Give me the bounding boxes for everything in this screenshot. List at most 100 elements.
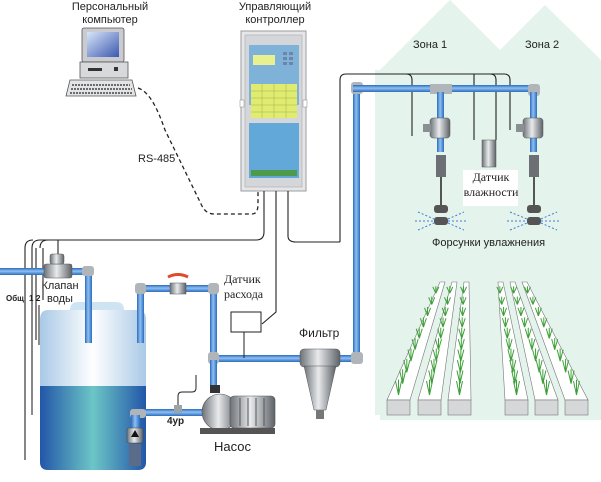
plant [498, 296, 506, 305]
nozzles-label: Форсунки увлажнения [432, 237, 546, 249]
nozzle-assembly-2 [507, 155, 560, 231]
plant [509, 358, 517, 373]
controller-label-line1: Управляющий [238, 1, 312, 13]
plant [415, 327, 423, 339]
plant [428, 369, 436, 384]
plant-bed [386, 281, 446, 416]
plant [459, 306, 467, 317]
plant [521, 317, 529, 328]
plant [460, 286, 468, 294]
plant [403, 358, 411, 373]
plant [534, 306, 542, 317]
plant-bed [509, 281, 559, 416]
plant [505, 338, 513, 350]
zone-1-label: Зона 1 [413, 39, 448, 51]
level-4-label: 4ур [167, 416, 185, 427]
plant [444, 296, 451, 305]
water-valve-label-line1: Клапан [41, 280, 79, 292]
manual-valve-icon [167, 273, 189, 295]
plant [437, 327, 445, 339]
zone-2-label: Зона 2 [525, 39, 560, 51]
plant [399, 369, 407, 384]
plant-bed [496, 281, 529, 416]
plant [411, 338, 419, 350]
flow-sensor-label-line2: расхода [224, 287, 264, 301]
plant-bed [447, 281, 472, 416]
return-pipe [137, 285, 144, 343]
nozzle-assembly-1 [415, 155, 468, 231]
pc-label: Персональный компьютер [60, 1, 160, 27]
zone-2-valve-icon [516, 117, 544, 139]
water-valve-label: Клапан воды [40, 280, 80, 306]
controller-cabinet [239, 30, 308, 192]
probe-1-label: 1 [29, 294, 34, 303]
plant [528, 338, 536, 350]
plant [501, 317, 509, 328]
plant [545, 327, 553, 339]
plant [428, 296, 436, 305]
level-4-sensor [174, 405, 182, 413]
plant [459, 296, 467, 305]
plant [496, 286, 504, 294]
plant [513, 296, 521, 305]
filter-label: Фильтр [299, 326, 340, 340]
plant [500, 306, 508, 317]
controller-label-line2: контроллер [245, 14, 305, 26]
pump-label: Насос [214, 439, 251, 454]
plant-bed [521, 281, 589, 416]
water-valve-icon [43, 253, 73, 279]
plant [532, 348, 540, 362]
controller-label: Управляющий контроллер [225, 1, 325, 27]
plant [535, 358, 543, 373]
plant [457, 338, 465, 350]
plant [543, 379, 550, 396]
flow-sensor-icon [230, 311, 262, 333]
foot-valve-icon [126, 427, 144, 466]
water-valve-label-line2: воды [47, 293, 73, 305]
plant [510, 286, 518, 294]
plant [523, 286, 531, 294]
plant [562, 358, 570, 373]
plant [511, 369, 519, 384]
pc-label-line2: компьютер [82, 14, 138, 26]
plant [419, 317, 427, 328]
plant-bed [417, 281, 458, 416]
main-pipe [210, 355, 300, 362]
plant [435, 338, 442, 350]
plant [513, 379, 520, 396]
plant [441, 306, 449, 317]
probe-2-label: 2 [36, 294, 41, 303]
probe-common-label: Общ [6, 294, 24, 303]
plant [424, 306, 432, 317]
plant-beds [386, 281, 589, 416]
plant [507, 348, 515, 362]
flow-sensor-label: Датчик расхода [224, 272, 274, 302]
plant [573, 379, 580, 396]
level-probes [24, 305, 40, 455]
zone-1-valve-icon [423, 117, 451, 139]
plant [432, 286, 440, 294]
plant [539, 369, 547, 384]
plant [430, 358, 438, 373]
water-tank [40, 302, 146, 470]
personal-computer-icon [65, 27, 137, 97]
pc-label-line1: Персональный [71, 1, 149, 13]
plant [395, 379, 402, 396]
plant [407, 348, 415, 362]
plant [540, 317, 548, 328]
humidity-sensor-icon [463, 139, 518, 206]
plant [432, 348, 440, 362]
plant [551, 338, 559, 350]
plant [439, 317, 447, 328]
filter-icon [299, 348, 341, 419]
plant [524, 327, 532, 339]
plant [556, 348, 564, 362]
pump-icon [200, 385, 276, 434]
plant [458, 327, 466, 339]
plant [503, 327, 511, 339]
plant [446, 286, 454, 294]
plant [517, 306, 525, 317]
plant [567, 369, 575, 384]
